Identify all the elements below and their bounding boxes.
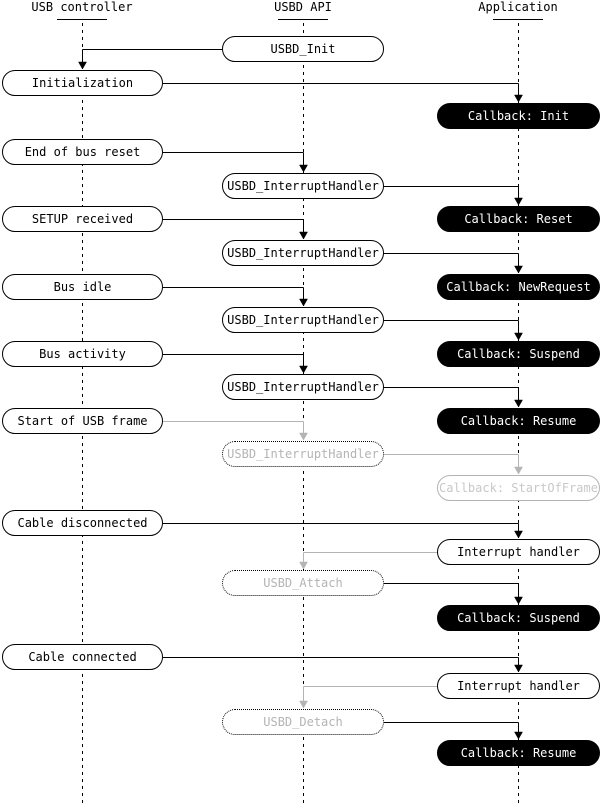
connector-n8-to-n10: [384, 253, 523, 274]
node-n10-app[interactable]: Callback: NewRequest: [437, 274, 600, 300]
node-n18-app[interactable]: Callback: StartOfFrame: [437, 475, 600, 501]
connector-n5-to-n7: [384, 186, 523, 206]
node-n13-app[interactable]: Callback: Suspend: [437, 341, 600, 367]
node-n11-api[interactable]: USBD_InterruptHandler: [222, 307, 384, 333]
connector-n20-to-n21: [299, 552, 437, 570]
node-n26-app[interactable]: Callback: Resume: [437, 740, 600, 766]
node-n7-app[interactable]: Callback: Reset: [437, 206, 600, 232]
connector-n4-to-n5: [163, 152, 308, 173]
connector-n24-to-n25: [299, 686, 437, 709]
node-n15-controller[interactable]: Start of USB frame: [2, 408, 163, 434]
node-n12-controller[interactable]: Bus activity: [2, 341, 163, 367]
node-n5-api[interactable]: USBD_InterruptHandler: [222, 173, 384, 199]
node-n23-controller[interactable]: Cable connected: [2, 644, 163, 670]
node-n14-api[interactable]: USBD_InterruptHandler: [222, 374, 384, 400]
connector-n6-to-n8: [163, 219, 308, 240]
connector-n11-to-n13: [384, 320, 523, 341]
connector-n15-to-n17: [163, 421, 308, 441]
lane-header-api: USBD API: [274, 0, 332, 14]
node-n4-controller[interactable]: End of bus reset: [2, 139, 163, 165]
connector-n1-to-n2: [78, 49, 222, 70]
connector-n17-to-n18: [384, 454, 523, 475]
node-n2-controller[interactable]: Initialization: [2, 70, 163, 96]
node-n17-api[interactable]: USBD_InterruptHandler: [222, 441, 384, 467]
node-n19-controller[interactable]: Cable disconnected: [2, 510, 163, 536]
node-n20-app[interactable]: Interrupt handler: [437, 539, 600, 565]
node-n3-app[interactable]: Callback: Init: [437, 103, 600, 129]
connector-n23-to-n24: [163, 657, 523, 673]
node-n8-api[interactable]: USBD_InterruptHandler: [222, 240, 384, 266]
node-n25-api[interactable]: USBD_Detach: [222, 709, 384, 735]
lane-header-app: Application: [478, 0, 558, 14]
node-n21-api[interactable]: USBD_Attach: [222, 570, 384, 596]
connector-n12-to-n14: [163, 354, 308, 374]
node-n24-app[interactable]: Interrupt handler: [437, 673, 600, 699]
node-n9-controller[interactable]: Bus idle: [2, 274, 163, 300]
lane-header-controller: USB controller: [31, 0, 133, 14]
connector-n19-to-n20: [163, 523, 523, 539]
connector-n14-to-n16: [384, 387, 523, 408]
connector-n2-to-n3: [163, 83, 523, 103]
connector-n21-to-n22: [384, 583, 523, 605]
node-n6-controller[interactable]: SETUP received: [2, 206, 163, 232]
node-n22-app[interactable]: Callback: Suspend: [437, 605, 600, 631]
connector-n25-to-n26: [384, 722, 523, 740]
connector-n9-to-n11: [163, 287, 308, 307]
node-n1-api[interactable]: USBD_Init: [222, 36, 384, 62]
node-n16-app[interactable]: Callback: Resume: [437, 408, 600, 434]
